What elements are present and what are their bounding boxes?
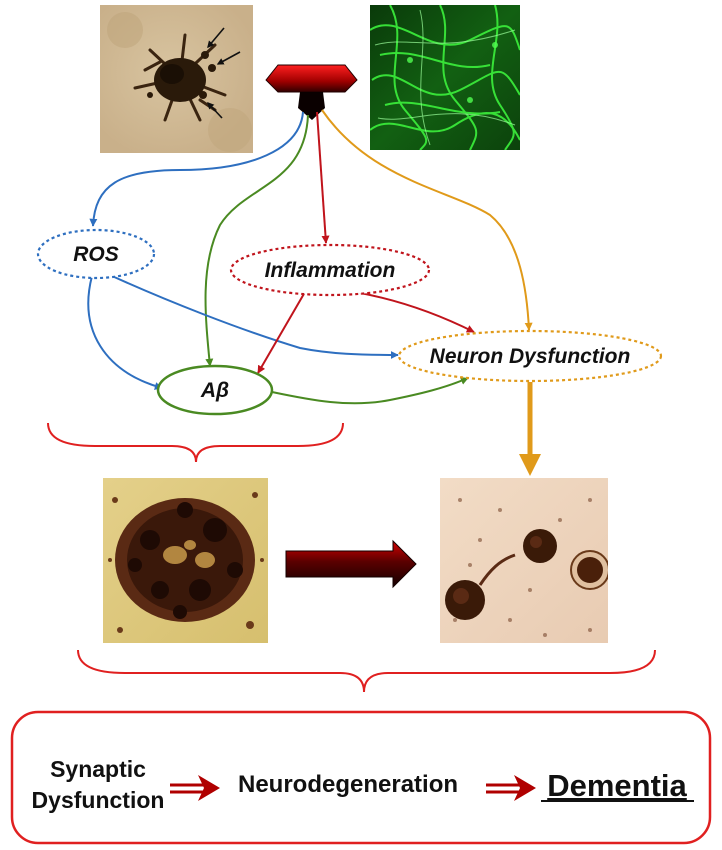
- node-neuron-dysfunction-label: Neuron Dysfunction: [430, 345, 631, 368]
- arrow-hub-to-inflammation: [316, 111, 330, 244]
- outcome-arrow-1: [170, 775, 220, 801]
- outcome-dementia-label: Dementia: [547, 768, 687, 803]
- outcome-dysfunction-label: Dysfunction: [32, 787, 165, 813]
- degenerating-neurons-micrograph: [440, 478, 608, 643]
- arrow-hub-to-neuron: [321, 109, 533, 331]
- arrow-ros-to-abeta: [87, 275, 163, 390]
- amyloid-plaque-micrograph: [103, 478, 268, 643]
- fluorescent-astrocyte-network-micrograph: [370, 5, 520, 150]
- node-ros-label: ROS: [73, 243, 119, 266]
- node-abeta-label: Aβ: [200, 379, 229, 402]
- microglia-micrograph: [100, 5, 253, 153]
- arrow-inflammation-to-neuron: [354, 291, 475, 333]
- outcome-synaptic-label: Synaptic: [50, 756, 146, 782]
- node-inflammation-label: Inflammation: [265, 259, 396, 282]
- outcome-box: Synaptic Dysfunction Neurodegeneration D…: [10, 710, 712, 845]
- node-abeta: Aβ: [156, 364, 274, 416]
- arrow-abeta-to-neuron: [271, 377, 469, 405]
- node-neuron-dysfunction: Neuron Dysfunction: [397, 329, 663, 383]
- outcome-neurodegeneration-label: Neurodegeneration: [238, 771, 458, 798]
- arrow-hub-to-abeta: [204, 114, 309, 367]
- node-ros: ROS: [36, 228, 156, 280]
- hub-source-shape: [265, 64, 358, 120]
- arrow-ros-to-neuron: [111, 275, 399, 359]
- arrow-neuron-dysfunction-to-neurodegeneration: [519, 382, 541, 476]
- progression-arrow: [285, 539, 417, 589]
- outcome-arrow-2: [486, 775, 536, 801]
- connectors: [87, 109, 533, 405]
- upper-brace: [47, 422, 344, 463]
- node-inflammation: Inflammation: [229, 243, 431, 297]
- arrow-inflammation-to-abeta: [257, 291, 306, 374]
- lower-brace: [77, 649, 656, 693]
- arrow-hub-to-ros: [89, 111, 304, 227]
